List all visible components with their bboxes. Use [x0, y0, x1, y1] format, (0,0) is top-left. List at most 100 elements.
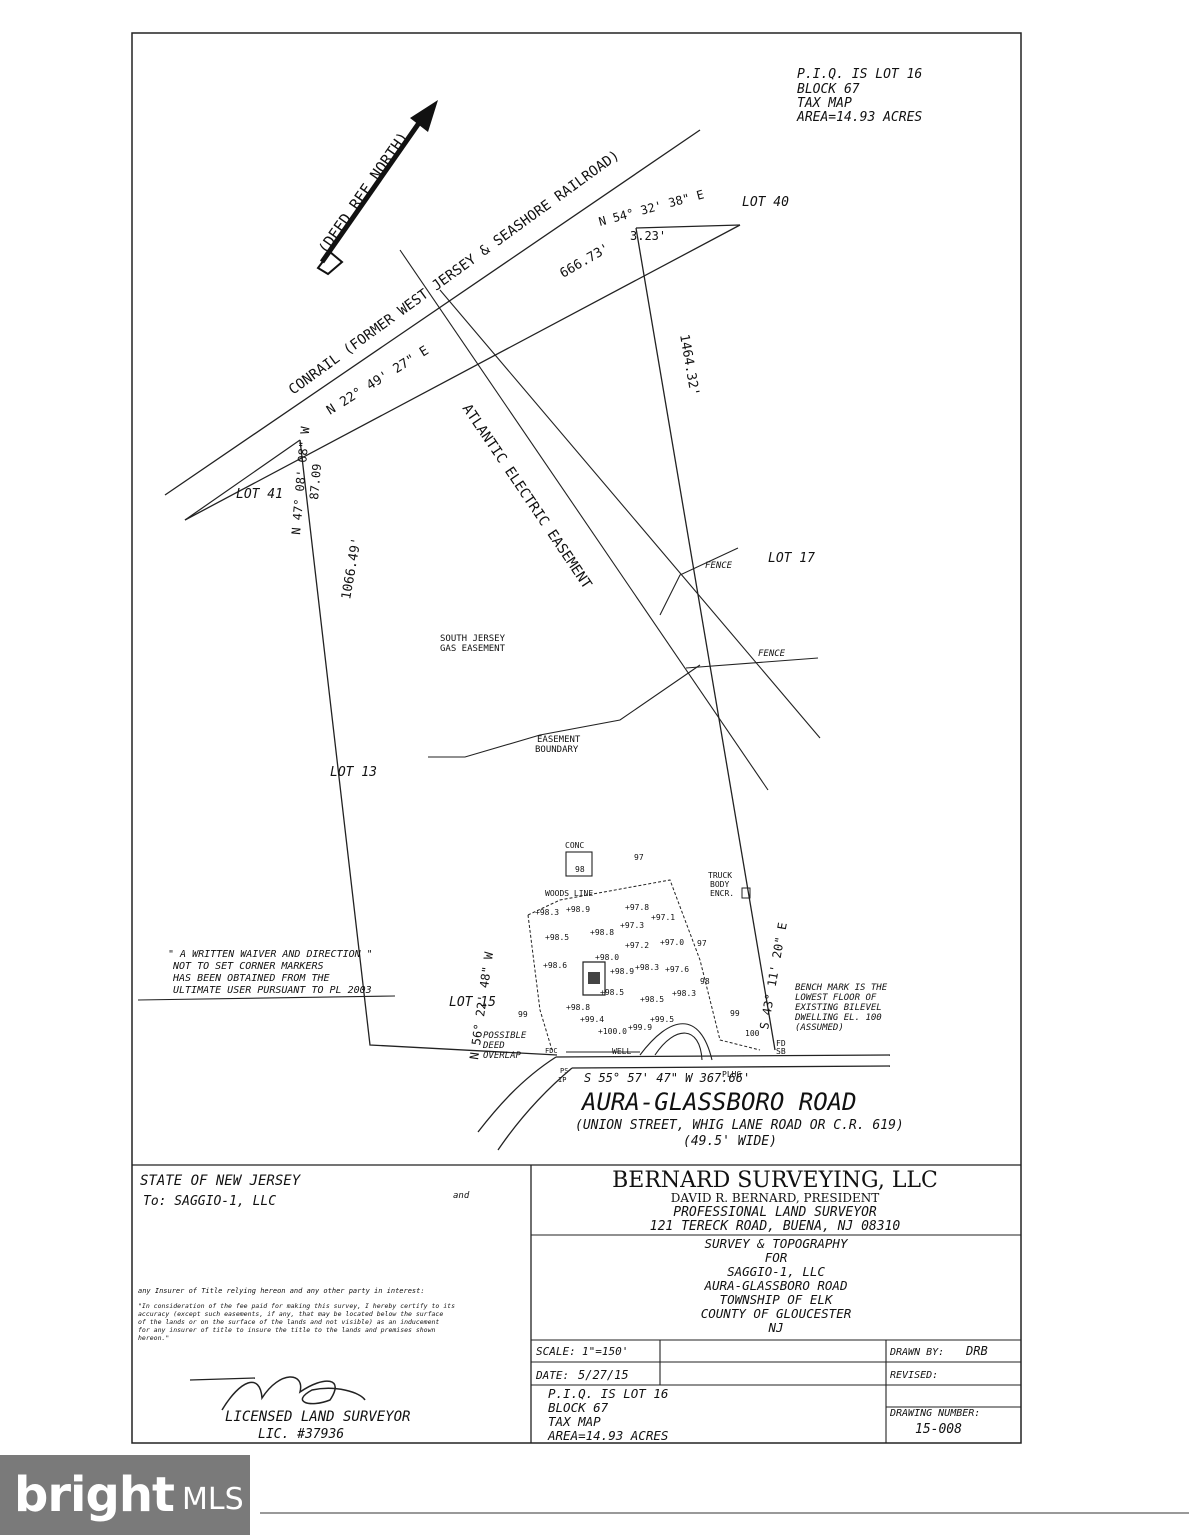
- contour-label: 99: [518, 1010, 528, 1019]
- deed-overlap-line: DEED: [482, 1041, 505, 1051]
- piq-line: AREA=14.93 ACRES: [547, 1428, 668, 1443]
- spot-elevation: +98.3: [535, 908, 559, 917]
- west-length: 1066.49': [339, 536, 365, 600]
- ip-label: IP: [558, 1076, 566, 1084]
- piq-line: TAX MAP: [548, 1414, 601, 1429]
- benchmark-note: BENCH MARK IS THE LOWEST FLOOR OF EXISTI…: [794, 983, 888, 1033]
- surveyor-title: LICENSED LAND SURVEYOR: [225, 1409, 410, 1425]
- road-alt-name: (UNION STREET, WHIG LANE ROAD OR C.R. 61…: [575, 1118, 904, 1133]
- gas-easement-label: SOUTH JERSEY: [440, 634, 506, 644]
- waiver-underline: [137, 995, 396, 1001]
- top-length: 666.73': [558, 241, 613, 281]
- date-value: 5/27/15: [578, 1368, 629, 1382]
- dwelling-detail: [588, 972, 600, 984]
- company-address: 121 TERECK ROAD, BUENA, NJ 08310: [650, 1219, 901, 1234]
- woods-line-west: [527, 914, 553, 1051]
- road-bearing: S 55° 57' 47" W 367.66': [584, 1071, 750, 1085]
- east-length: 1464.32': [676, 333, 702, 397]
- spot-elevations: +98.3 +98.5 +98.9 +98.8 +97.8 +97.1 +98.…: [535, 903, 696, 1036]
- survey-line: SAGGIO-1, LLC: [727, 1264, 825, 1279]
- lot41-line: [184, 439, 301, 521]
- driveway: [639, 1023, 713, 1061]
- deed-overlap-line: OVERLAP: [483, 1051, 522, 1061]
- spot-elevation: +99.4: [580, 1015, 604, 1024]
- contour-label: 100: [745, 1029, 760, 1038]
- lot-15-label: LOT 15: [449, 995, 496, 1010]
- spot-elevation: +98.8: [566, 1003, 590, 1012]
- surveyor-license: LIC. #37936: [258, 1427, 344, 1442]
- railroad-line-west: [164, 129, 701, 496]
- drawn-by-label: DRAWN BY:: [889, 1347, 944, 1358]
- lot-41-label: LOT 41: [236, 487, 283, 502]
- ps-label: PS: [560, 1067, 568, 1075]
- certification-line: accuracy (except such easements, if any,…: [138, 1310, 443, 1318]
- piq-line: P.I.Q. IS LOT 16: [548, 1386, 668, 1401]
- spot-elevation: +98.5: [600, 988, 624, 997]
- certification-line: of the lands or on the surface of the la…: [138, 1318, 439, 1326]
- waiver-line: " A WRITTEN WAIVER AND DIRECTION ": [168, 949, 373, 960]
- spot-elevation: +97.2: [625, 941, 649, 950]
- contour-label: 99: [730, 1009, 740, 1018]
- electric-easement-line-2: [439, 289, 821, 739]
- lot40-line: [635, 224, 741, 229]
- spot-elevation: +97.6: [665, 965, 689, 974]
- piq-bottom-block: P.I.Q. IS LOT 16 BLOCK 67 TAX MAP AREA=1…: [547, 1386, 668, 1443]
- concrete-elevation: 98: [575, 865, 585, 874]
- signature: [221, 1376, 366, 1411]
- revised-label: REVISED:: [890, 1370, 938, 1381]
- fence-line-2: [685, 657, 819, 669]
- piq-line: AREA=14.93 ACRES: [796, 110, 922, 125]
- spot-elevation: +98.9: [610, 967, 634, 976]
- piq-line: P.I.Q. IS LOT 16: [797, 67, 922, 82]
- waiver-line: ULTIMATE USER PURSUANT TO PL 2003: [173, 985, 372, 996]
- deed-overlap-note: POSSIBLE DEED OVERLAP: [482, 1031, 527, 1061]
- benchmark-line: LOWEST FLOOR OF: [795, 993, 877, 1003]
- date-label: DATE:: [535, 1369, 569, 1382]
- road-curve-west: [477, 1056, 557, 1133]
- well-label: WELL: [612, 1047, 631, 1056]
- company-profession: PROFESSIONAL LAND SURVEYOR: [673, 1205, 877, 1220]
- benchmark-line: (ASSUMED): [795, 1023, 844, 1033]
- sb-label: SB: [776, 1047, 786, 1056]
- spot-elevation: +98.0: [595, 953, 619, 962]
- spot-elevation: +97.3: [620, 921, 644, 930]
- north-arrow-icon: (DEED REF NORTH): [315, 100, 438, 276]
- scale-label: SCALE:: [536, 1345, 576, 1358]
- benchmark-line: EXISTING BILEVEL: [795, 1003, 882, 1013]
- survey-line: NJ: [767, 1320, 783, 1335]
- waiver-line: HAS BEEN OBTAINED FROM THE: [172, 973, 330, 984]
- benchmark-line: DWELLING EL. 100: [794, 1013, 882, 1023]
- certification-intro: any Insurer of Title relying hereon and …: [138, 1287, 425, 1295]
- survey-line: COUNTY OF GLOUCESTER: [701, 1306, 852, 1321]
- concrete-pad: [565, 851, 593, 877]
- lot40-bearing: N 54° 32' 38" E: [597, 187, 705, 229]
- survey-line: SURVEY & TOPOGRAPHY: [705, 1236, 849, 1251]
- plug-label: PLUG: [722, 1070, 741, 1079]
- contour-label: 97: [697, 939, 707, 948]
- certification-line: hereon.": [138, 1334, 169, 1342]
- deed-overlap-line: POSSIBLE: [483, 1031, 527, 1041]
- spot-elevation: +98.5: [640, 995, 664, 1004]
- lot-17-label: LOT 17: [768, 551, 815, 566]
- road-width: (49.5' WIDE): [683, 1134, 777, 1149]
- fence-label: FENCE: [758, 649, 786, 659]
- woods-line: [527, 879, 761, 1051]
- certification-text: "In consideration of the fee paid for ma…: [138, 1302, 455, 1342]
- gas-easement-label: GAS EASEMENT: [440, 644, 506, 654]
- fence-label: FENCE: [705, 561, 733, 571]
- lot-13-label: LOT 13: [330, 765, 377, 780]
- company-president: DAVID R. BERNARD, PRESIDENT: [671, 1191, 880, 1205]
- north-arrow-label: (DEED REF NORTH): [315, 129, 413, 258]
- piq-top-block: P.I.Q. IS LOT 16 BLOCK 67 TAX MAP AREA=1…: [796, 67, 922, 125]
- piq-line: BLOCK 67: [797, 82, 860, 97]
- west-boundary: [299, 439, 558, 1056]
- piq-line: BLOCK 67: [548, 1400, 609, 1415]
- benchmark-line: BENCH MARK IS THE: [795, 983, 888, 993]
- spot-elevation: +97.0: [660, 938, 684, 947]
- truck-label: ENCR.: [710, 889, 734, 898]
- lot-40-label: LOT 40: [742, 195, 789, 210]
- spot-elevation: +98.6: [543, 961, 567, 970]
- spot-elevation: +98.3: [672, 989, 696, 998]
